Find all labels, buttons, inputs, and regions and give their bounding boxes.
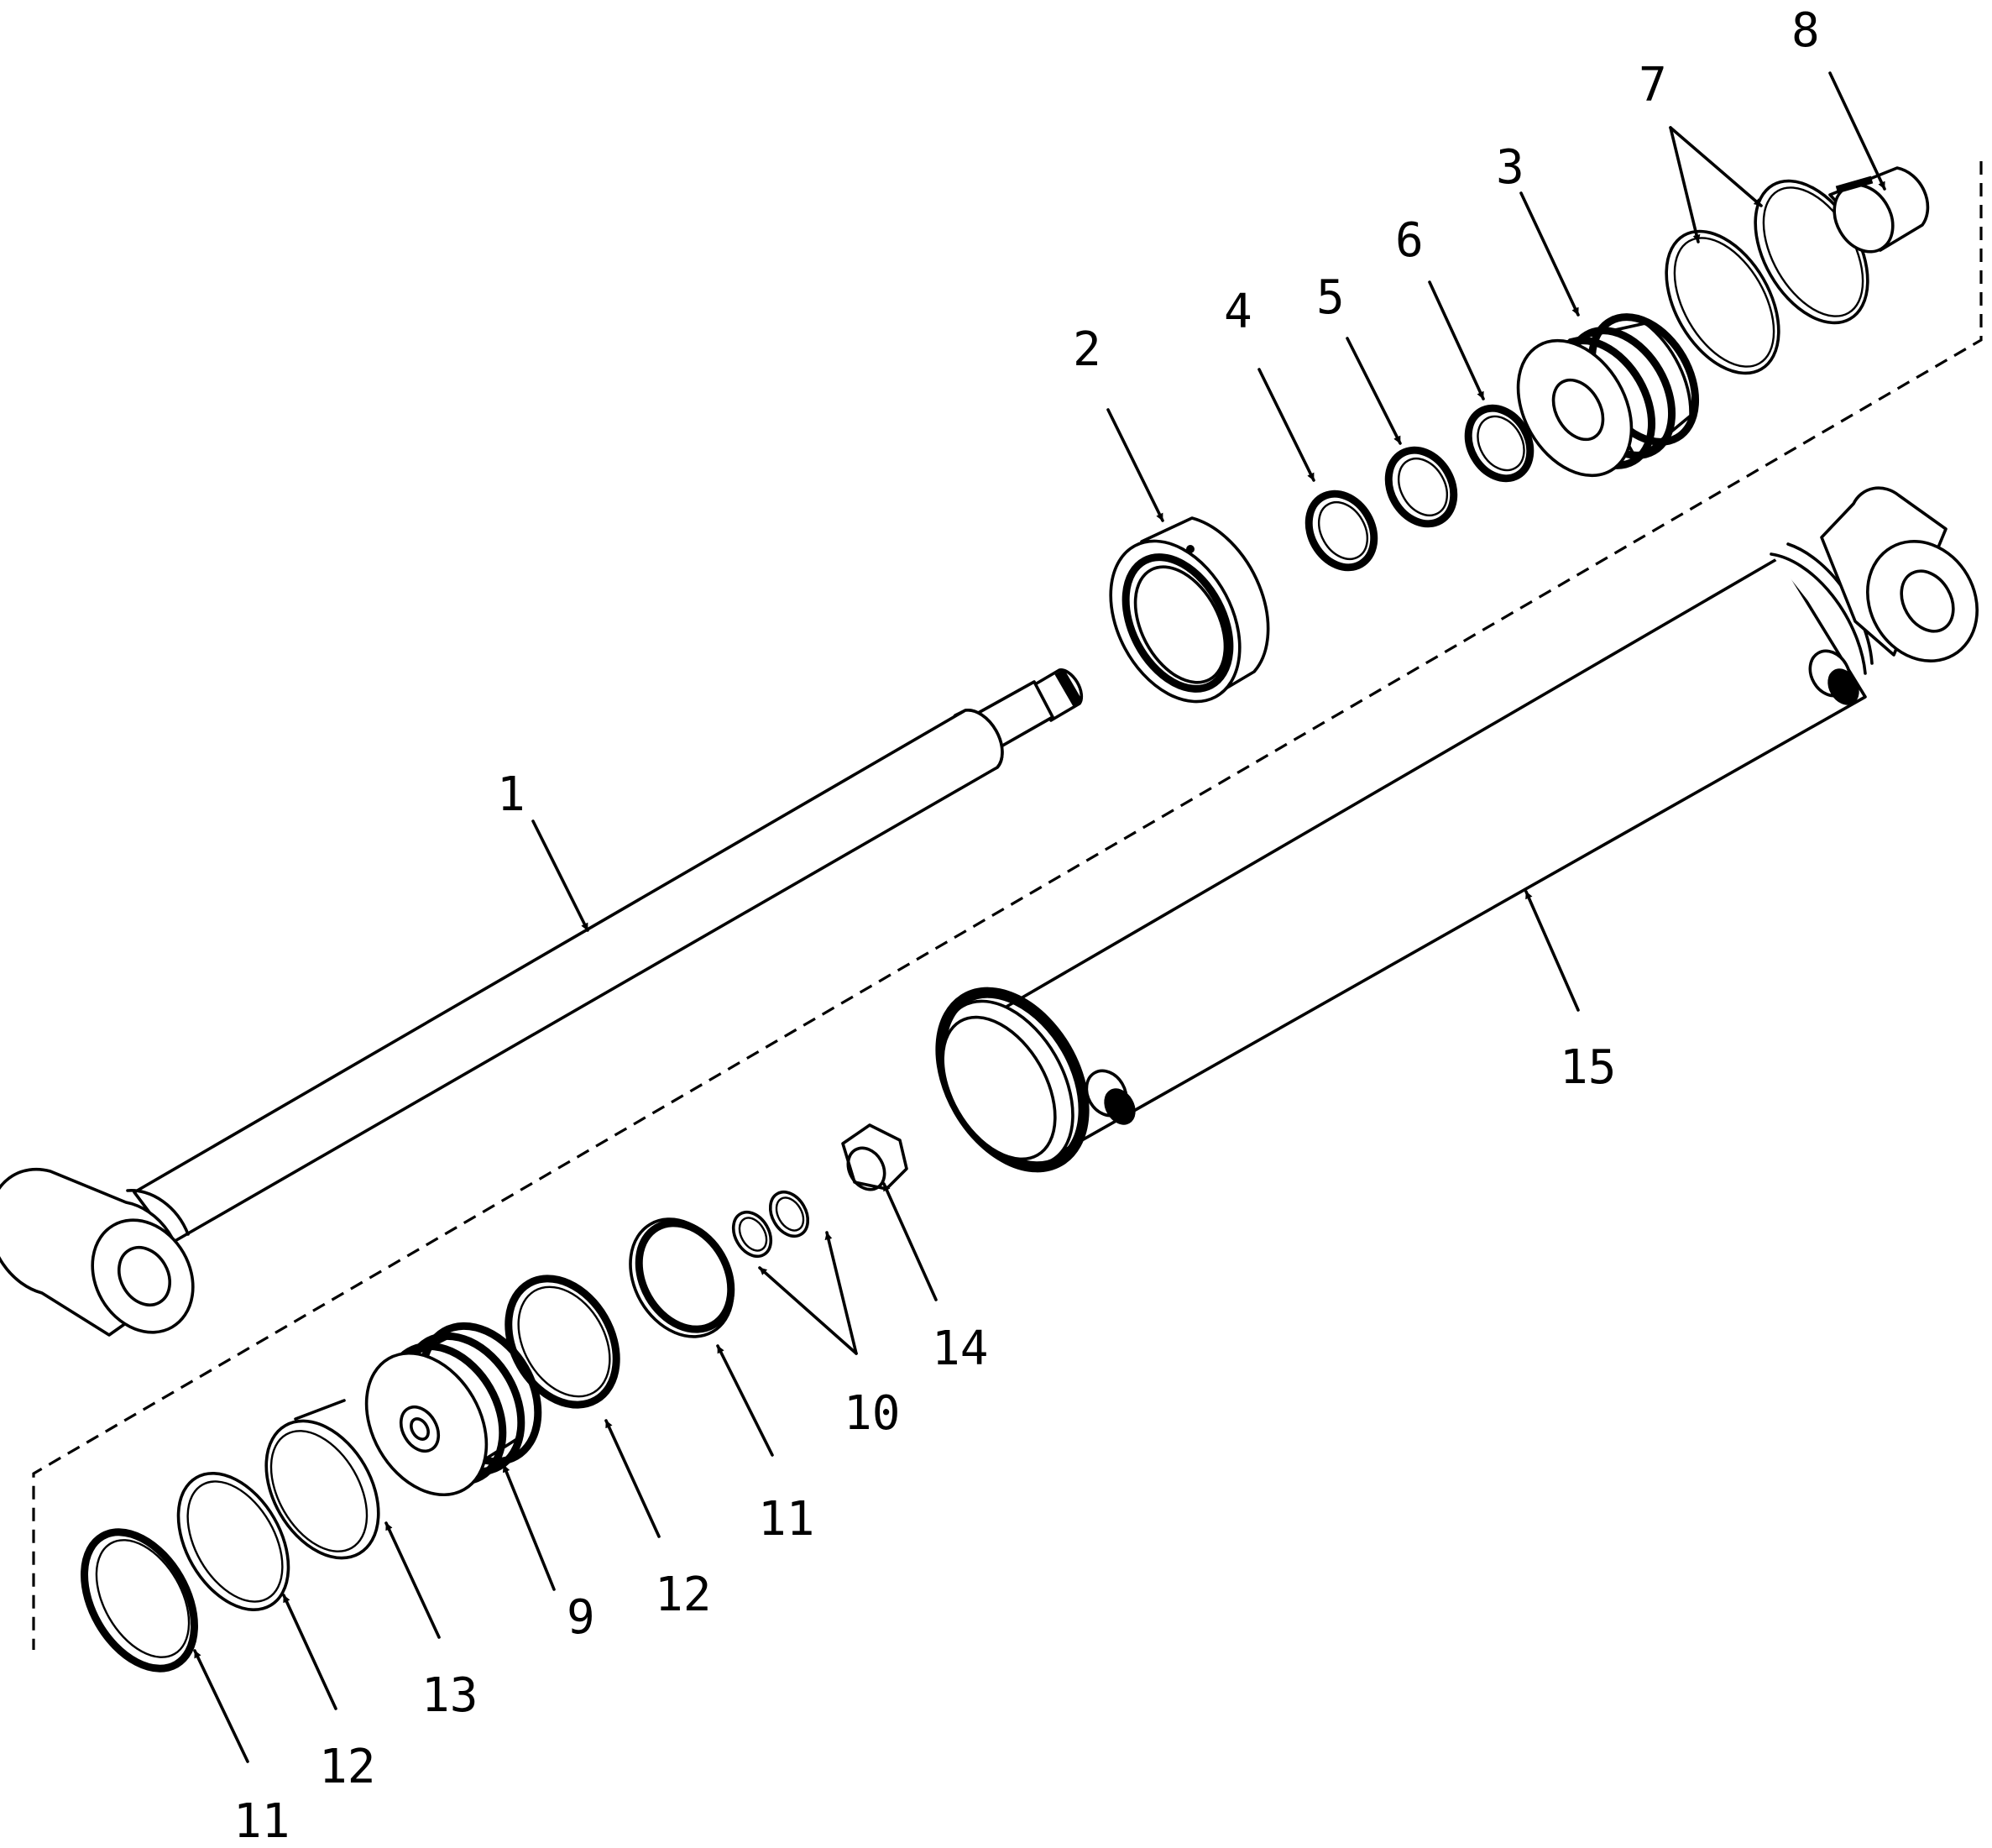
- callout-8: 8: [1791, 3, 1820, 58]
- arrow-12-upper: [604, 1419, 661, 1538]
- assembly-centerline: [32, 161, 1983, 1650]
- callout-12-lower: 12: [319, 1740, 375, 1794]
- nut-part: [841, 1123, 908, 1191]
- callout-9: 9: [567, 1590, 595, 1645]
- wear-ring-part: [264, 1399, 380, 1560]
- callout-labels: 1 2 3 4 5 6 7 8 9 10 11 11 12 12 13 14 1…: [233, 3, 1820, 1848]
- backup-ring-11-upper: [629, 1217, 735, 1338]
- callout-5: 5: [1316, 270, 1345, 325]
- callout-13: 13: [421, 1668, 478, 1723]
- arrow-11-upper: [716, 1344, 774, 1457]
- o-ring-7a: [1665, 229, 1780, 375]
- seal-ring-5: [1384, 446, 1458, 528]
- o-ring-10b: [768, 1190, 810, 1238]
- cylinder-barrel-part: [935, 486, 1979, 1173]
- bushing-part: [1828, 166, 1930, 254]
- callout-14: 14: [932, 1322, 988, 1376]
- piston-part: [364, 1322, 542, 1497]
- piston-rod-part: [0, 668, 1084, 1337]
- arrow-8: [1828, 71, 1886, 191]
- callout-11-upper: 11: [758, 1492, 814, 1547]
- arrow-7a: [1669, 126, 1701, 243]
- callout-6: 6: [1395, 213, 1424, 268]
- callout-2: 2: [1073, 322, 1101, 377]
- callout-10: 10: [844, 1386, 900, 1441]
- arrow-5: [1346, 337, 1402, 445]
- arrow-7b: [1669, 126, 1763, 207]
- o-ring-12-lower: [176, 1472, 290, 1611]
- arrow-10a: [758, 1266, 858, 1355]
- arrow-15: [1524, 890, 1580, 1012]
- backup-ring-11-lower: [81, 1528, 198, 1673]
- callout-12-upper: 12: [655, 1568, 711, 1622]
- arrow-14: [882, 1182, 938, 1301]
- o-ring-10a: [731, 1210, 773, 1259]
- arrow-4: [1257, 368, 1315, 482]
- callout-3: 3: [1496, 140, 1524, 195]
- seal-ring-4: [1304, 489, 1378, 572]
- arrow-12-lower: [282, 1594, 337, 1710]
- arrow-11-lower: [193, 1649, 249, 1763]
- callout-1: 1: [497, 767, 525, 822]
- gland-part: [1109, 516, 1270, 704]
- callout-4: 4: [1224, 285, 1252, 339]
- arrow-9: [502, 1463, 556, 1591]
- arrow-1: [531, 819, 589, 932]
- head-part: [1516, 313, 1700, 478]
- callout-7: 7: [1639, 58, 1667, 113]
- leader-arrows: [193, 71, 1886, 1763]
- arrow-10b: [824, 1231, 858, 1355]
- callout-11-lower: 11: [233, 1794, 290, 1848]
- arrow-2: [1106, 408, 1164, 522]
- arrow-13: [384, 1521, 441, 1639]
- seal-ring-6: [1464, 404, 1535, 483]
- arrow-3: [1519, 191, 1580, 317]
- callout-15: 15: [1560, 1040, 1616, 1095]
- arrow-6: [1428, 280, 1485, 400]
